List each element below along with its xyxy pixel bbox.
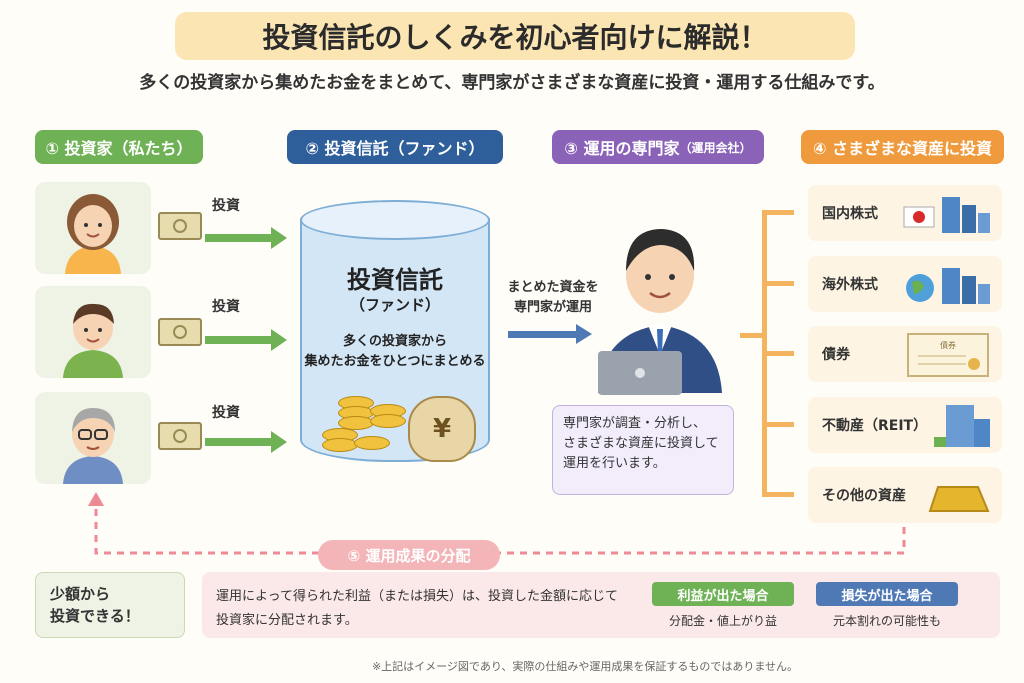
to-expert-arrow — [508, 324, 592, 344]
money-icon — [158, 212, 202, 240]
money-icon — [158, 422, 202, 450]
to-expert-line-1: まとめた資金を — [507, 280, 599, 295]
coin-icon — [354, 436, 390, 450]
certificate-icon: 債券 — [907, 333, 989, 377]
asset-reit: 不動産（REIT） — [808, 397, 1002, 453]
globe-buildings-icon — [906, 268, 990, 304]
asset-label: 海外株式 — [822, 277, 878, 293]
header-expert-sub: （運用会社） — [679, 140, 752, 155]
header-fund: ② 投資信託（ファンド） — [287, 130, 503, 164]
expert-description-box: 専門家が調査・分析し、 さまざまな資産に投資して 運用を行います。 — [552, 405, 734, 495]
branch-line-5 — [762, 492, 794, 497]
profit-text: 分配金・値上がり益 — [668, 614, 777, 628]
profit-tag: 利益が出た場合 — [652, 582, 794, 606]
expert-desc-3: 運用を行います。 — [563, 456, 666, 471]
footnote: ※上記はイメージ図であり、実際の仕組みや運用成果を保証するものではありません。 — [371, 660, 799, 673]
expert-desc-1: 専門家が調査・分析し、 — [563, 416, 707, 431]
header-assets: ④ さまざまな資産に投資 — [801, 130, 1004, 164]
small-amount-line-1: 少額から — [50, 585, 111, 603]
woman-avatar-icon — [65, 194, 121, 274]
asset-label: 債券 — [822, 347, 850, 363]
invest-label-2: 投資 — [212, 299, 240, 315]
investor-man — [35, 286, 151, 378]
small-amount-box: 少額から 投資できる！ — [35, 572, 185, 638]
distribution-pill: ⑤ 運用成果の分配 — [318, 540, 500, 570]
asset-label: 不動産（REIT） — [822, 418, 928, 434]
expert-desc-2: さまざまな資産に投資して — [563, 436, 719, 451]
gold-bar-icon — [928, 486, 990, 512]
header-expert-main: ③ 運用の専門家 — [564, 139, 680, 158]
investor-woman — [35, 182, 151, 274]
asset-foreign-stocks: 海外株式 — [808, 256, 1002, 312]
asset-label: 国内株式 — [822, 206, 878, 222]
fund-cylinder: 投資信託 （ファンド） 多くの投資家から 集めたお金をひとつにまとめる ¥ — [300, 200, 490, 470]
loss-text: 元本割れの可能性も — [832, 614, 941, 628]
money-bag-icon: ¥ — [408, 396, 476, 462]
japan-flag-buildings-icon — [903, 197, 990, 233]
investor-elder — [35, 392, 151, 484]
man-avatar-icon — [63, 303, 123, 378]
branch-line-2 — [762, 281, 794, 286]
asset-label: その他の資産 — [822, 488, 906, 504]
distribution-box: 運用によって得られた利益（または損失）は、投資した金額に応じて 投資家に分配され… — [202, 572, 1000, 638]
header-expert: ③ 運用の専門家（運用会社） — [552, 130, 764, 164]
asset-domestic-stocks: 国内株式 — [808, 185, 1002, 241]
branch-line-3 — [762, 351, 794, 356]
distribution-text-1: 運用によって得られた利益（または損失）は、投資した金額に応じて — [216, 589, 618, 604]
to-expert-label: まとめた資金を 専門家が運用 — [498, 278, 608, 318]
branch-line-4 — [762, 422, 794, 427]
invest-arrow-3 — [205, 431, 287, 453]
certificate-text: 債券 — [940, 340, 956, 350]
distribution-text-2: 投資家に分配されます。 — [216, 613, 358, 628]
money-icon — [158, 318, 202, 346]
fund-desc-2: 集めたお金をひとつにまとめる — [304, 354, 486, 369]
fund-desc-1: 多くの投資家から — [342, 334, 447, 349]
building-icon — [934, 405, 990, 447]
fund-subtitle: （ファンド） — [349, 296, 440, 314]
to-expert-line-2: 専門家が運用 — [513, 300, 592, 315]
invest-label-1: 投資 — [212, 198, 240, 214]
coin-icon — [370, 414, 406, 428]
fund-title: 投資信託 — [347, 266, 443, 294]
invest-arrow-2 — [205, 329, 287, 351]
elder-avatar-icon — [63, 408, 123, 484]
branch-line-stem — [740, 333, 764, 338]
fund-cylinder-top — [300, 200, 490, 240]
branch-line-1 — [762, 210, 794, 215]
invest-label-3: 投資 — [212, 405, 240, 421]
header-investor: ① 投資家（私たち） — [35, 130, 203, 164]
small-amount-line-2: 投資できる！ — [50, 607, 140, 625]
asset-bonds: 債券 債券 — [808, 326, 1002, 382]
invest-arrow-1 — [205, 227, 287, 249]
page-title: 投資信託のしくみを初心者向けに解説！ — [175, 12, 855, 60]
asset-others: その他の資産 — [808, 467, 1002, 523]
page-subtitle: 多くの投資家から集めたお金をまとめて、専門家がさまざまな資産に投資・運用する仕組… — [139, 73, 885, 93]
expert-businessman-icon — [598, 229, 722, 395]
loss-tag: 損失が出た場合 — [816, 582, 958, 606]
